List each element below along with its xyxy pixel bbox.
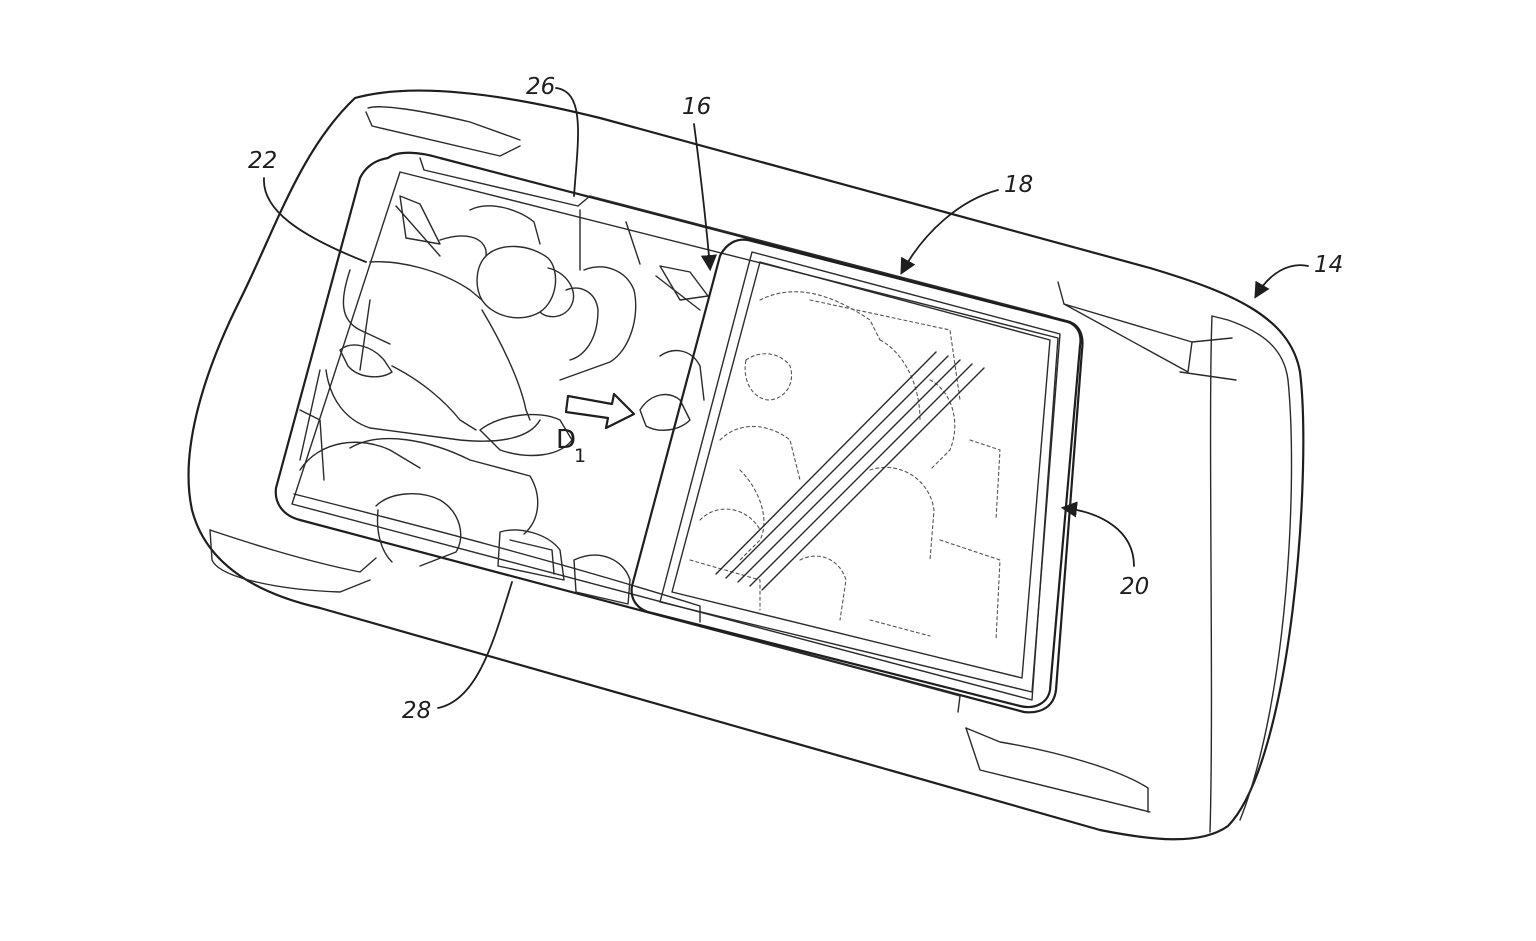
direction-label: D 1 xyxy=(556,425,586,467)
callout-16: 16 xyxy=(682,94,717,272)
roof-opening xyxy=(274,151,1084,714)
callout-14: 14 xyxy=(1254,252,1343,299)
ref-numeral-18: 18 xyxy=(1004,172,1033,198)
callout-28: 28 xyxy=(402,581,513,724)
vehicle-body xyxy=(187,89,1305,841)
cabin-interior xyxy=(299,195,709,605)
ref-numeral-14: 14 xyxy=(1314,252,1343,278)
roof-panel-18 xyxy=(630,238,1082,709)
ref-numeral-20: 20 xyxy=(1120,574,1149,600)
direction-arrow xyxy=(564,392,636,430)
callout-26: 26 xyxy=(526,74,579,197)
callout-18: 18 xyxy=(900,172,1033,275)
callout-20: 20 xyxy=(1060,501,1149,600)
callout-22: 22 xyxy=(248,148,367,263)
direction-letter: D xyxy=(556,425,576,455)
ref-numeral-16: 16 xyxy=(682,94,711,120)
direction-subscript: 1 xyxy=(574,445,586,467)
ref-numeral-26: 26 xyxy=(526,74,555,100)
ref-numeral-22: 22 xyxy=(248,148,277,174)
ref-numeral-28: 28 xyxy=(402,698,431,724)
